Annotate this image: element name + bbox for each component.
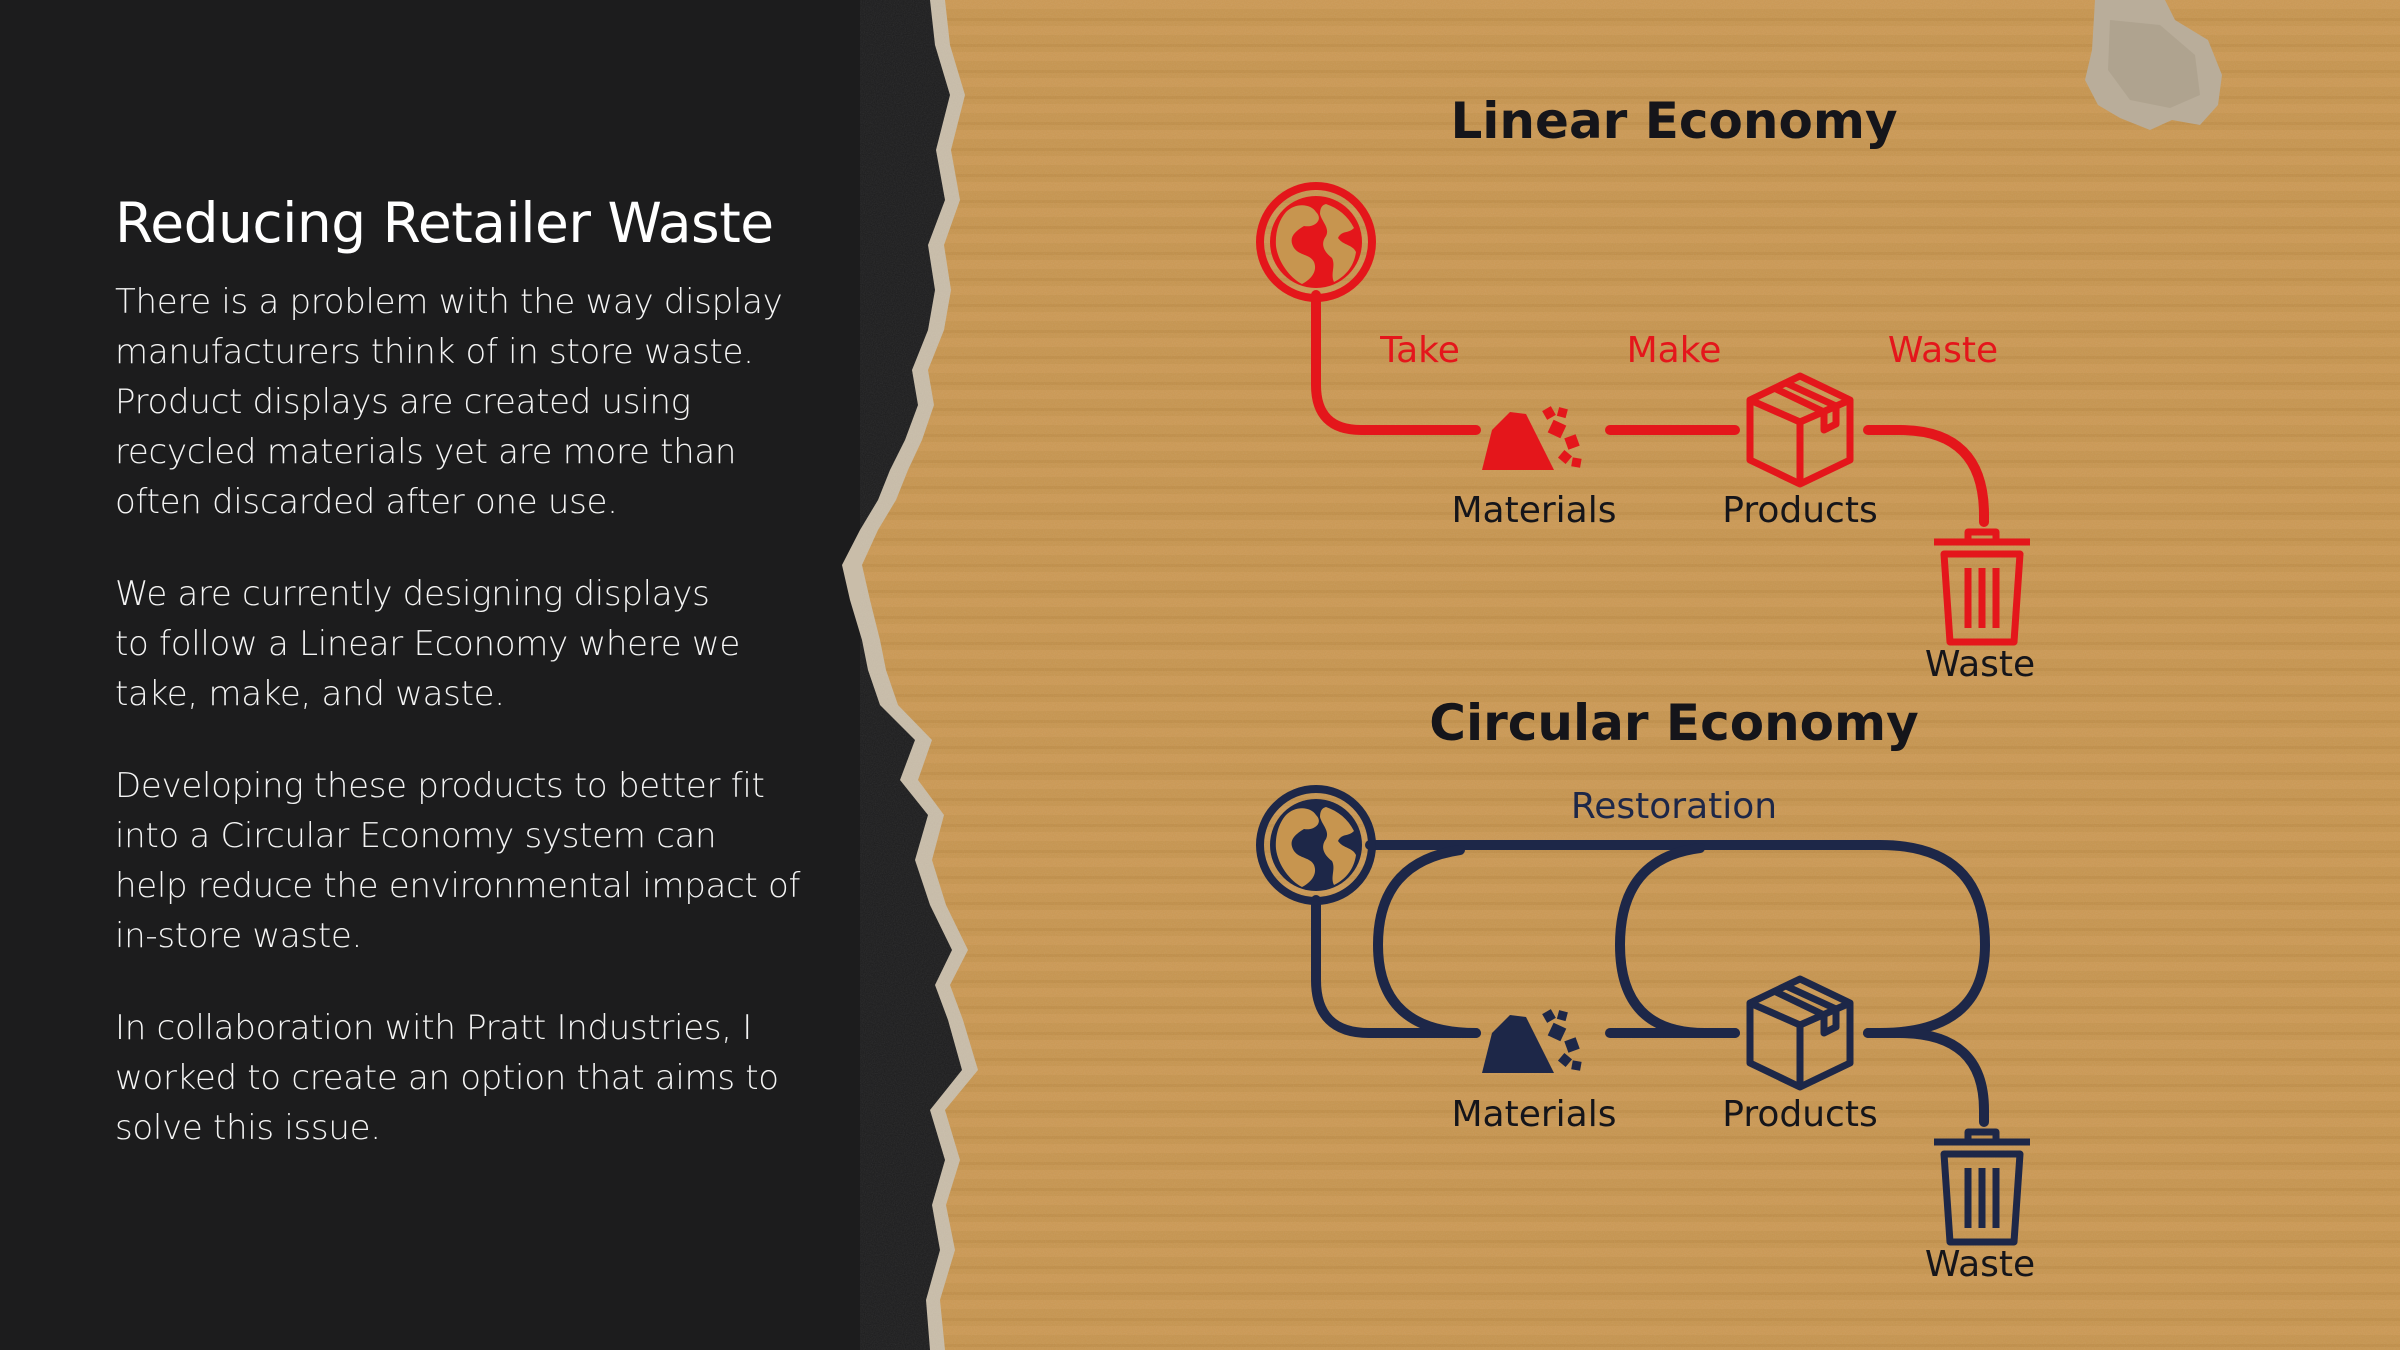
globe-icon <box>1260 186 1372 298</box>
circular-economy-title: Circular Economy <box>1429 694 1918 752</box>
trash-can-icon <box>1934 1132 2030 1242</box>
linear-node-products: Products <box>1722 490 1877 531</box>
box-icon <box>1750 979 1850 1087</box>
linear-economy-title: Linear Economy <box>1450 92 1897 150</box>
linear-label-make: Make <box>1627 330 1722 371</box>
circular-node-materials: Materials <box>1451 1094 1616 1135</box>
linear-label-take: Take <box>1379 330 1460 371</box>
trash-can-icon <box>1934 532 2030 642</box>
circular-node-waste: Waste <box>1925 1244 2035 1285</box>
circular-restoration-loop <box>1365 840 1991 1038</box>
rubble-icon <box>1482 1009 1582 1073</box>
paragraph-circular: Developing these products to better fit … <box>115 766 801 957</box>
linear-node-waste: Waste <box>1925 644 2035 685</box>
linear-waste-path <box>1863 425 1989 527</box>
torn-spot-inner <box>2108 20 2200 108</box>
circular-take-path <box>1311 895 1481 1038</box>
linear-economy-diagram: Linear Economy Take Make Waste Materials… <box>1260 92 2035 685</box>
circular-node-products: Products <box>1722 1094 1877 1135</box>
circular-label-restoration: Restoration <box>1571 786 1777 827</box>
linear-label-waste: Waste <box>1888 330 1998 371</box>
paragraph-problem: There is a problem with the way display … <box>115 282 783 523</box>
circular-middle-loop <box>1614 843 1740 1038</box>
box-icon <box>1750 376 1850 484</box>
intro-text-panel: Reducing Retailer Waste There is a probl… <box>115 191 815 1195</box>
linear-take-path <box>1311 290 1481 435</box>
cardboard-grain <box>860 0 2400 1350</box>
linear-node-materials: Materials <box>1451 490 1616 531</box>
paragraph-linear: We are currently designing displays to f… <box>115 574 740 715</box>
circular-inner-loop <box>1372 845 1481 1038</box>
circular-economy-diagram: Circular Economy Restoration <box>1260 694 2035 1285</box>
circular-waste-path <box>1863 1028 1989 1127</box>
globe-icon <box>1260 789 1372 901</box>
paragraph-collaboration: In collaboration with Pratt Industries, … <box>115 1008 779 1149</box>
page-title: Reducing Retailer Waste <box>115 191 774 255</box>
rubble-icon <box>1482 406 1582 470</box>
